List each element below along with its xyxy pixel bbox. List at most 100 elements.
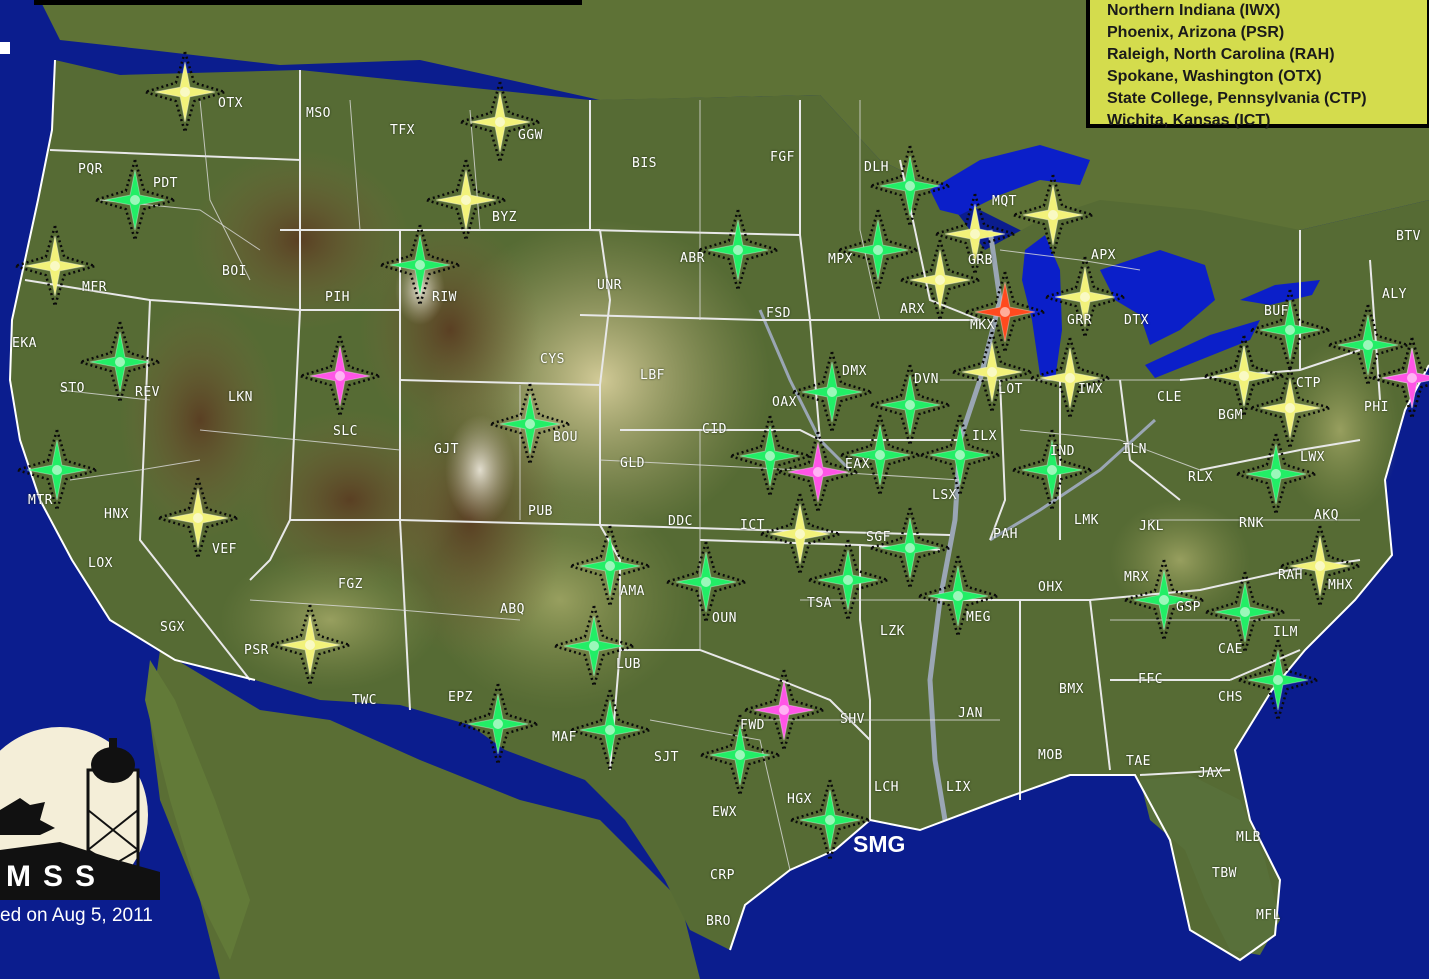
- office-label: CRP: [710, 868, 735, 883]
- legend-entry: State College, Pennsylvania (CTP): [1107, 90, 1367, 107]
- logo-text: MSS: [6, 860, 108, 893]
- station-star-tsa: [803, 535, 893, 625]
- office-label: REV: [135, 385, 160, 400]
- office-label: IND: [1050, 444, 1075, 459]
- office-label: ILM: [1273, 625, 1298, 640]
- office-label: DVN: [914, 372, 939, 387]
- lake-superior: [930, 145, 1090, 215]
- office-label: TFX: [390, 123, 415, 138]
- office-label: SHV: [840, 712, 865, 727]
- station-star-mqt: [1008, 170, 1098, 260]
- office-label: LOX: [88, 556, 113, 571]
- smg-label: SMG: [853, 831, 906, 857]
- station-star-dmx: [787, 347, 877, 437]
- title-bar-edge: [34, 0, 582, 5]
- station-star-oun: [661, 537, 751, 627]
- office-label: PHI: [1364, 400, 1389, 415]
- office-label: MQT: [992, 194, 1017, 209]
- station-star-arx: [895, 235, 985, 325]
- station-star-rlx: [1231, 429, 1321, 519]
- office-label: ALY: [1382, 287, 1407, 302]
- office-label: PIH: [325, 290, 350, 305]
- legend-entry: Raleigh, North Carolina (RAH): [1107, 46, 1335, 63]
- office-label: ICT: [740, 518, 765, 533]
- office-label: MOB: [1038, 748, 1063, 763]
- cwa-boundaries: [59, 99, 1360, 871]
- office-label: LZK: [880, 624, 905, 639]
- station-star-rah: [1275, 521, 1365, 611]
- station-star-ilm: [1200, 567, 1290, 657]
- office-label: SGF: [866, 530, 891, 545]
- office-label: GJT: [434, 442, 459, 457]
- legend-entry: Spokane, Washington (OTX): [1107, 68, 1322, 85]
- office-label: BOU: [553, 430, 578, 445]
- station-star-riw: [375, 220, 465, 310]
- arizona-desert: [220, 550, 440, 690]
- office-label: FFC: [1138, 672, 1163, 687]
- office-label: OAX: [772, 395, 797, 410]
- station-star-eax: [725, 411, 815, 501]
- office-label: BYZ: [492, 210, 517, 225]
- office-label: SGX: [160, 620, 185, 635]
- station-markers: [10, 47, 1429, 865]
- office-label: APX: [1091, 248, 1116, 263]
- lake-michigan: [1022, 235, 1062, 380]
- office-label: MRX: [1124, 570, 1149, 585]
- station-star-mpx: [833, 205, 923, 295]
- station-star-abr: [693, 205, 783, 295]
- office-label: EPZ: [448, 690, 473, 705]
- office-label: PUB: [528, 504, 553, 519]
- office-label: GLD: [620, 456, 645, 471]
- office-label: MFL: [1256, 908, 1281, 923]
- station-star-lsx: [835, 410, 925, 500]
- station-star-grb: [930, 189, 1020, 279]
- station-star-ama: [565, 521, 655, 611]
- office-label: JAN: [958, 706, 983, 721]
- station-star-mfr: [10, 221, 100, 311]
- station-star-buf: [1245, 285, 1335, 375]
- office-label: STO: [60, 381, 85, 396]
- station-star-ind: [1007, 425, 1097, 515]
- office-label: FGZ: [338, 577, 363, 592]
- station-star-otx: [140, 47, 230, 137]
- station-star-epz: [453, 679, 543, 769]
- office-label: MTR: [28, 493, 53, 508]
- office-label: GSP: [1176, 600, 1201, 615]
- office-label: AMA: [620, 584, 645, 599]
- office-label: MFR: [82, 280, 107, 295]
- office-label: ABQ: [500, 602, 525, 617]
- office-label: LCH: [874, 780, 899, 795]
- office-label: BTV: [1396, 229, 1421, 244]
- office-label: SJT: [654, 750, 679, 765]
- legend-entry: Phoenix, Arizona (PSR): [1107, 24, 1285, 41]
- station-star-psr: [265, 600, 355, 690]
- office-label: JAX: [1198, 766, 1223, 781]
- office-label: GRR: [1067, 313, 1092, 328]
- updated-date: ed on Aug 5, 2011: [0, 905, 153, 926]
- nevada-basin: [120, 300, 280, 540]
- office-label: FGF: [770, 150, 795, 165]
- station-star-sgf: [865, 503, 955, 593]
- office-label: FWD: [740, 718, 765, 733]
- office-label: FSD: [766, 306, 791, 321]
- station-star-byz: [421, 155, 511, 245]
- station-star-slc: [295, 331, 385, 421]
- station-star-smg: [785, 775, 875, 865]
- station-star-lot: [1025, 333, 1115, 423]
- office-label: IWX: [1078, 382, 1103, 397]
- station-star-mkx: [960, 267, 1050, 357]
- office-label: JKL: [1139, 519, 1164, 534]
- utah-plateau: [240, 410, 460, 590]
- office-label: BIS: [632, 156, 657, 171]
- office-label: BUF: [1264, 304, 1289, 319]
- office-label: LBF: [640, 368, 665, 383]
- station-star-pdt: [90, 155, 180, 245]
- office-label: ABR: [680, 251, 705, 266]
- legend-entry: Wichita, Kansas (ICT): [1107, 112, 1271, 129]
- office-label: UNR: [597, 278, 622, 293]
- office-label: LUB: [616, 657, 641, 672]
- logo: [0, 710, 170, 903]
- legend-entry: Northern Indiana (IWX): [1107, 2, 1281, 19]
- office-label: PDT: [153, 176, 178, 191]
